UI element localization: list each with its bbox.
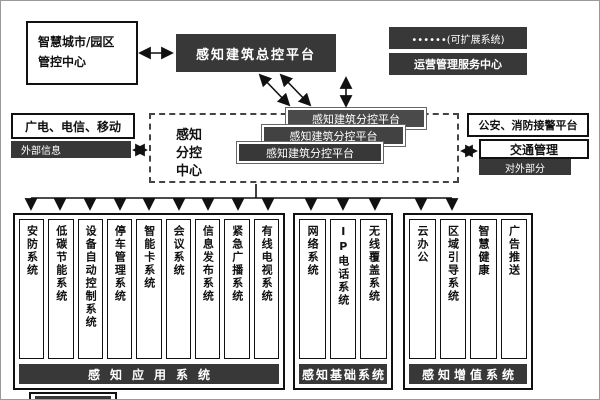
system-column-label: 信息发布系统 xyxy=(201,225,215,303)
cutoff-box-bar xyxy=(35,396,111,399)
system-column-label: 云办公 xyxy=(416,225,430,264)
system-column: 停车管理系统 xyxy=(106,219,133,359)
external-part-bar: 对外部分 xyxy=(479,159,571,175)
system-column-label: 区域引导系统 xyxy=(446,225,460,303)
system-column-label: IP电话系统 xyxy=(336,225,350,307)
sub-control-center-label: 感知 分控 中心 xyxy=(167,127,211,181)
value-added-columns: 云办公 区域引导系统 智慧健康 广告推送 xyxy=(409,219,527,359)
basic-columns: 网络系统 IP电话系统 无线覆盖系统 xyxy=(299,219,388,359)
application-columns: 安防系统 低碳节能系统 设备自动控制系统 停车管理系统 智能卡系统 会议系统 信… xyxy=(19,219,279,359)
system-column: 区域引导系统 xyxy=(439,219,466,359)
value-added-systems-group: 云办公 区域引导系统 智慧健康 广告推送 感知增值系统 xyxy=(403,213,533,390)
control-center-line1: 智慧城市/园区 xyxy=(38,35,115,49)
system-column-label: 智能卡系统 xyxy=(142,225,156,290)
expandable-system-box: ••••••(可扩展系统) xyxy=(389,27,527,49)
master-platform-box: 感知建筑总控平台 xyxy=(176,34,336,72)
application-systems-group: 安防系统 低碳节能系统 设备自动控制系统 停车管理系统 智能卡系统 会议系统 信… xyxy=(13,213,285,390)
basic-group-label: 感知基础系统 xyxy=(299,364,387,384)
system-column-label: 广告推送 xyxy=(507,225,521,277)
police-fire-box: 公安、消防接警平台 xyxy=(467,113,589,137)
control-center-line2: 管控中心 xyxy=(38,55,87,69)
sub-control-line1: 感知 xyxy=(175,128,202,143)
system-column-label: 停车管理系统 xyxy=(113,225,127,303)
system-column-label: 紧急广播系统 xyxy=(230,225,244,303)
system-column: 网络系统 xyxy=(299,219,326,359)
system-column-label: 低碳节能系统 xyxy=(54,225,68,303)
system-column: 智慧健康 xyxy=(470,219,497,359)
sub-control-line2: 分控 xyxy=(175,146,202,161)
system-column-label: 会议系统 xyxy=(172,225,186,277)
system-column: 云办公 xyxy=(409,219,436,359)
basic-systems-group: 网络系统 IP电话系统 无线覆盖系统 感知基础系统 xyxy=(293,213,393,390)
traffic-management-box: 交通管理 xyxy=(479,139,589,159)
system-column-label: 智慧健康 xyxy=(477,225,491,277)
application-group-label: 感知应用系统 xyxy=(19,364,279,384)
system-column-label: 设备自动控制系统 xyxy=(84,225,98,329)
system-column: 无线覆盖系统 xyxy=(360,219,388,359)
system-column: 信息发布系统 xyxy=(194,219,221,359)
sub-platform-box-front: 感知建筑分控平台 xyxy=(237,142,383,163)
system-column: 有线电视系统 xyxy=(253,219,279,359)
cutoff-box xyxy=(29,392,117,399)
external-info-bar: 外部信息 xyxy=(11,141,131,158)
operators-box: 广电、电信、移动 xyxy=(11,113,135,139)
system-column: 广告推送 xyxy=(500,219,527,359)
system-column: 紧急广播系统 xyxy=(224,219,250,359)
system-column-label: 无线覆盖系统 xyxy=(367,225,381,303)
system-column: 智能卡系统 xyxy=(136,219,162,359)
system-column-label: 网络系统 xyxy=(306,225,320,277)
system-column: IP电话系统 xyxy=(329,219,357,359)
system-column-label: 有线电视系统 xyxy=(260,225,274,303)
system-column: 低碳节能系统 xyxy=(48,219,74,359)
system-column-label: 安防系统 xyxy=(25,225,39,277)
sub-control-line3: 中心 xyxy=(175,164,202,179)
control-center-box: 智慧城市/园区 管控中心 xyxy=(26,21,138,85)
value-added-group-label: 感知增值系统 xyxy=(409,364,527,384)
system-column: 会议系统 xyxy=(165,219,191,359)
operation-center-box: 运营管理服务中心 xyxy=(389,53,527,75)
system-column: 设备自动控制系统 xyxy=(77,219,103,359)
system-column: 安防系统 xyxy=(19,219,45,359)
